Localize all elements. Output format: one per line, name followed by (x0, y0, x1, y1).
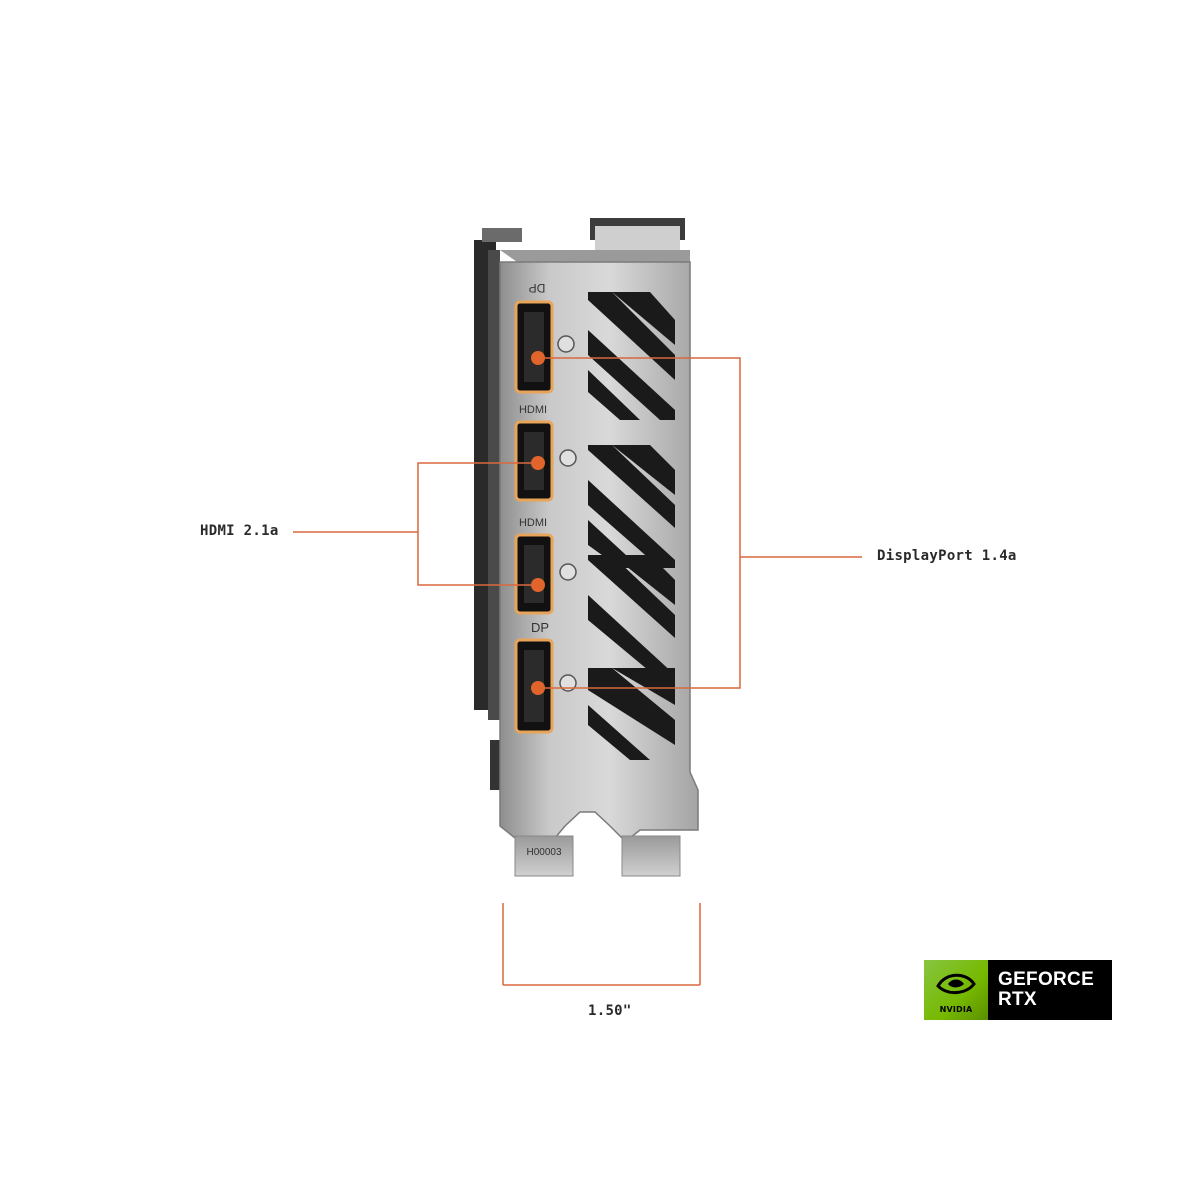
badge-line-rtx: RTX (998, 989, 1037, 1010)
bracket-tab-right (621, 835, 681, 877)
nvidia-eye-icon (936, 973, 976, 994)
bracket-tab-left (514, 835, 574, 877)
bracket-tab-code: H00003 (526, 847, 561, 858)
nvidia-wordmark: NVIDIA (939, 1005, 973, 1014)
card-side-edge (474, 228, 522, 790)
port-displayport-top (514, 300, 554, 394)
nvidia-logo: NVIDIA (924, 960, 988, 1020)
hdmi-callout-label: HDMI 2.1a (200, 523, 279, 539)
bracket-top-flange (500, 218, 690, 264)
bracket-label-dp-bottom: DP (531, 620, 549, 635)
bracket-label-hdmi-2: HDMI (519, 517, 547, 529)
geforce-rtx-badge: NVIDIA GEFORCE RTX (924, 960, 1112, 1020)
port-hdmi-2 (514, 533, 554, 615)
bracket-label-hdmi-1: HDMI (519, 404, 547, 416)
bracket-screws (557, 335, 577, 692)
badge-line-geforce: GEFORCE (998, 969, 1095, 990)
bracket-label-dp-top: DP (529, 281, 546, 295)
callout-dots (531, 351, 545, 695)
displayport-callout-label: DisplayPort 1.4a (877, 548, 1017, 564)
width-callout-label: 1.50" (588, 1003, 632, 1019)
callout-lines (293, 357, 862, 986)
